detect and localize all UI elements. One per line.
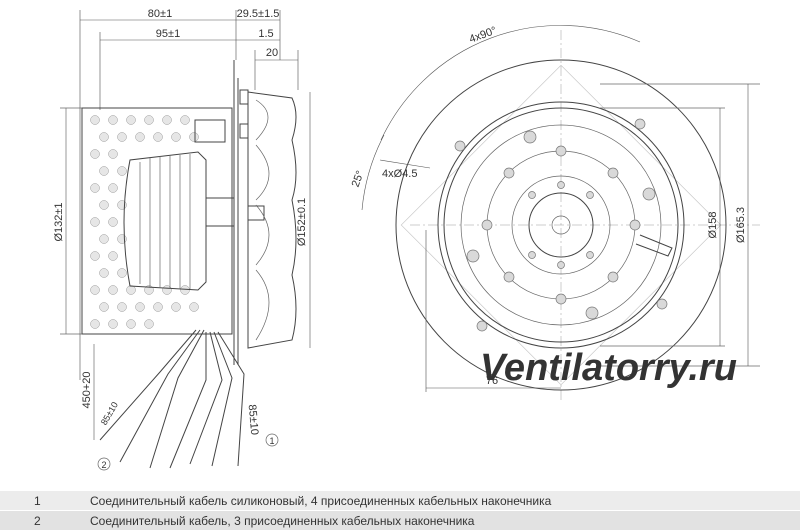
callout-1-circle <box>265 433 279 447</box>
callout-2-circle <box>97 457 111 471</box>
dim-29-5: 29.5±1.5 <box>237 8 280 20</box>
legend-row: 2 Соединительный кабель, 3 присоединенны… <box>0 510 800 530</box>
dim-diameter-132: Ø132±1 <box>53 202 65 241</box>
watermark: Ventilatorry.ru <box>480 347 737 389</box>
dim-diameter-158: Ø158 <box>707 212 719 239</box>
callout-2: 2 <box>101 460 106 470</box>
dim-76: 76 <box>486 375 498 387</box>
legend-row: 1 Соединительный кабель силиконовый, 4 п… <box>0 490 800 511</box>
side-view: 80±1 29.5±1.5 95±1 1.5 20 <box>53 8 311 471</box>
dim-diameter-152: Ø152±0.1 <box>296 198 308 246</box>
front-view: 4x90° 25° 4xØ4.5 Ø158 Ø165.3 76 <box>350 25 760 400</box>
holes-4x-d4-5: 4xØ4.5 <box>382 168 417 180</box>
dim-1-5: 1.5 <box>258 28 273 40</box>
legend-number: 2 <box>0 510 80 530</box>
legend-number: 1 <box>0 490 80 511</box>
grille-perforation <box>90 115 199 329</box>
dim-cable-85-a: 85±10 <box>99 400 120 427</box>
dim-cable-85-b: 85±10 <box>246 404 261 435</box>
dim-80: 80±1 <box>148 8 172 20</box>
mounting-holes <box>454 118 668 332</box>
dim-95: 95±1 <box>156 28 180 40</box>
dim-cable-450: 450+20 <box>81 371 93 408</box>
cable-bundle <box>99 329 245 469</box>
dim-20: 20 <box>266 47 278 59</box>
dim-diameter-165: Ø165.3 <box>735 207 747 243</box>
legend-text: Соединительный кабель силиконовый, 4 при… <box>80 490 800 511</box>
angle-4x90: 4x90° <box>468 25 499 46</box>
technical-drawing: 80±1 29.5±1.5 95±1 1.5 20 <box>53 8 760 471</box>
legend-table: 1 Соединительный кабель силиконовый, 4 п… <box>0 490 800 530</box>
angle-25: 25° <box>350 169 367 189</box>
inner-holes <box>481 145 641 305</box>
callout-1: 1 <box>269 436 274 446</box>
legend-text: Соединительный кабель, 3 присоединенных … <box>80 510 800 530</box>
